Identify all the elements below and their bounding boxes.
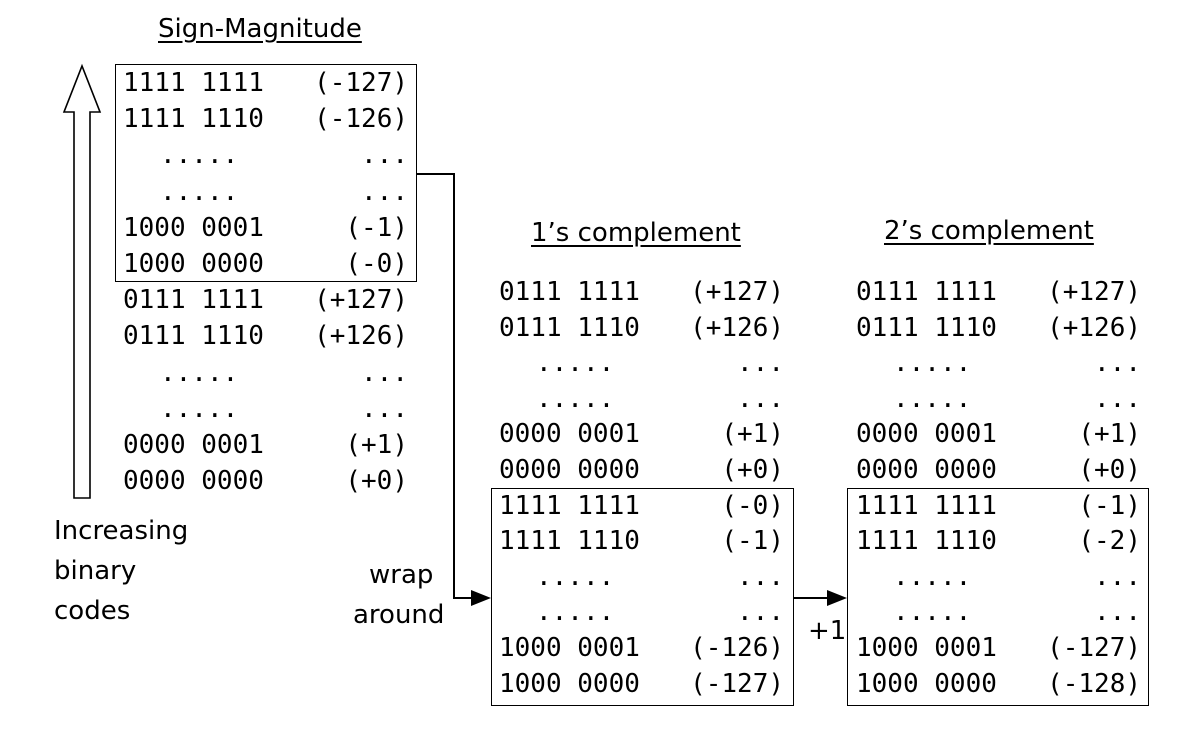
ones-complement-code-2: ..... (536, 348, 615, 379)
twos-complement-code-1: 0111 1110 (856, 312, 997, 343)
sign-magnitude-value-2: ... (361, 140, 408, 171)
sign-magnitude-code-3: ..... (160, 176, 239, 207)
increasing-label-line-3: codes (54, 596, 131, 626)
twos-complement-value-0: (+127) (1047, 277, 1141, 307)
sign-magnitude-code-5: 1000 0000 (123, 249, 264, 279)
twos-complement-value-5: (+0) (1078, 455, 1141, 485)
twos-complement-value-11: (-128) (1047, 668, 1141, 699)
twos-complement-code-0: 0111 1111 (856, 277, 997, 307)
sign-magnitude-code-9: ..... (160, 393, 239, 424)
ones-complement-code-7: 1111 1110 (499, 526, 640, 557)
twos-complement-value-9: ... (1094, 597, 1141, 628)
ones-complement-code-8: ..... (536, 561, 615, 592)
ones-complement-value-1: (+126) (690, 312, 784, 343)
sign-magnitude-code-11: 0000 0000 (123, 466, 264, 497)
wrap-around-label-line-1: wrap (369, 560, 434, 590)
sign-magnitude-code-7: 0111 1110 (123, 321, 264, 352)
sign-magnitude-value-0: (-127) (314, 68, 408, 98)
twos-complement-value-3: ... (1094, 383, 1141, 414)
sign-magnitude-value-9: ... (361, 393, 408, 424)
sign-magnitude-value-11: (+0) (345, 466, 408, 497)
ones-complement-value-4: (+1) (721, 419, 784, 450)
twos-complement-value-6: (-1) (1078, 490, 1141, 521)
ones-complement-negative-box (491, 488, 794, 706)
plus-one-label: +1 (808, 616, 847, 646)
sign-magnitude-value-4: (-1) (345, 212, 408, 243)
sign-magnitude-value-10: (+1) (345, 430, 408, 460)
twos-complement-value-8: ... (1094, 561, 1141, 592)
sign-magnitude-code-10: 0000 0001 (123, 430, 264, 460)
twos-complement-title: 2’s complement (884, 216, 1094, 246)
increasing-arrow-icon (62, 63, 102, 499)
sign-magnitude-code-4: 1000 0001 (123, 212, 264, 243)
sign-magnitude-title: Sign-Magnitude (158, 14, 362, 44)
ones-complement-value-7: (-1) (721, 526, 784, 557)
ones-complement-value-9: ... (737, 597, 784, 628)
sign-magnitude-value-3: ... (361, 176, 408, 207)
ones-complement-value-2: ... (737, 348, 784, 379)
twos-complement-code-8: ..... (893, 561, 972, 592)
sign-magnitude-code-8: ..... (160, 357, 239, 388)
sign-magnitude-code-0: 1111 1111 (123, 68, 264, 98)
ones-complement-value-8: ... (737, 561, 784, 592)
twos-complement-code-5: 0000 0000 (856, 455, 997, 485)
sign-magnitude-value-8: ... (361, 357, 408, 388)
ones-complement-value-0: (+127) (690, 277, 784, 307)
ones-complement-code-1: 0111 1110 (499, 312, 640, 343)
ones-complement-code-6: 1111 1111 (499, 490, 640, 521)
sign-magnitude-code-6: 0111 1111 (123, 285, 264, 316)
ones-complement-code-9: ..... (536, 597, 615, 628)
ones-complement-value-3: ... (737, 383, 784, 414)
twos-complement-value-7: (-2) (1078, 526, 1141, 557)
twos-complement-code-11: 1000 0000 (856, 668, 997, 699)
twos-complement-value-1: (+126) (1047, 312, 1141, 343)
increasing-label-line-1: Increasing (54, 516, 189, 546)
ones-complement-code-10: 1000 0001 (499, 633, 640, 663)
sign-magnitude-value-7: (+126) (314, 321, 408, 352)
sign-magnitude-value-5: (-0) (345, 249, 408, 279)
sign-magnitude-code-1: 1111 1110 (123, 104, 264, 135)
twos-complement-value-2: ... (1094, 348, 1141, 379)
ones-complement-code-5: 0000 0000 (499, 455, 640, 485)
sign-magnitude-negative-box (115, 64, 417, 282)
twos-complement-code-6: 1111 1111 (856, 490, 997, 521)
ones-complement-value-11: (-127) (690, 668, 784, 699)
twos-complement-value-10: (-127) (1047, 633, 1141, 663)
twos-complement-negative-box (847, 488, 1149, 706)
increasing-label-line-2: binary (54, 556, 137, 586)
twos-complement-code-9: ..... (893, 597, 972, 628)
ones-complement-value-6: (-0) (721, 490, 784, 521)
wrap-around-connector (417, 173, 474, 599)
ones-complement-code-4: 0000 0001 (499, 419, 640, 450)
wrap-around-label-line-2: around (353, 600, 445, 630)
twos-complement-code-3: ..... (893, 383, 972, 414)
wrap-around-arrowhead-icon (471, 590, 491, 606)
ones-complement-code-0: 0111 1111 (499, 277, 640, 307)
sign-magnitude-value-1: (-126) (314, 104, 408, 135)
ones-complement-code-11: 1000 0000 (499, 668, 640, 699)
ones-complement-value-10: (-126) (690, 633, 784, 663)
sign-magnitude-code-2: ..... (160, 140, 239, 171)
twos-complement-code-2: ..... (893, 348, 972, 379)
plus-one-arrowhead-icon (827, 590, 847, 606)
twos-complement-code-4: 0000 0001 (856, 419, 997, 450)
ones-complement-code-3: ..... (536, 383, 615, 414)
twos-complement-value-4: (+1) (1078, 419, 1141, 450)
ones-complement-title: 1’s complement (531, 218, 741, 248)
sign-magnitude-value-6: (+127) (314, 285, 408, 316)
twos-complement-code-10: 1000 0001 (856, 633, 997, 663)
twos-complement-code-7: 1111 1110 (856, 526, 997, 557)
ones-complement-value-5: (+0) (721, 455, 784, 485)
